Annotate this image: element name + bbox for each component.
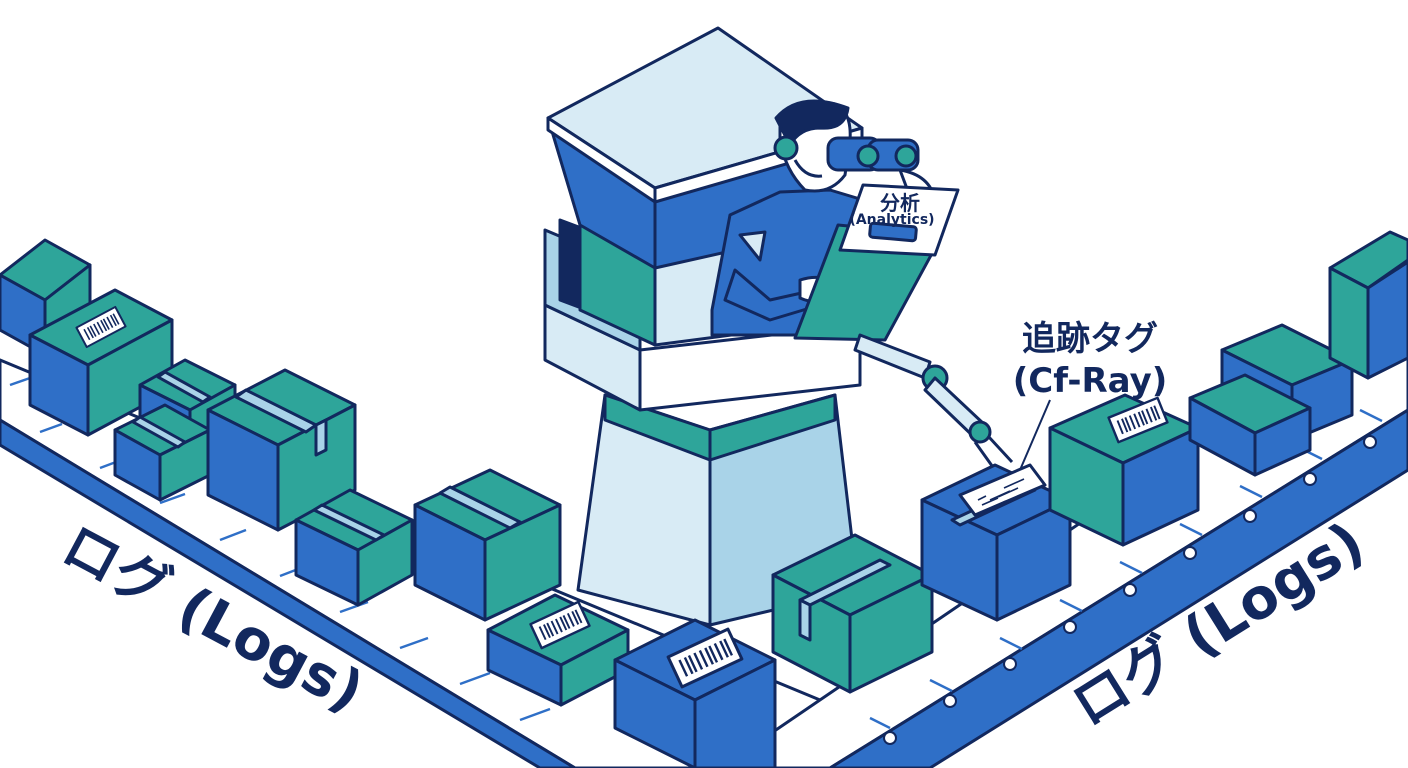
robot-arm-icon	[853, 333, 1014, 471]
cardboard-box-icon	[486, 593, 630, 707]
cardboard-box-icon	[613, 618, 777, 768]
clipboard-subtitle: (Analytics)	[849, 212, 934, 228]
tag-leader-line	[1019, 399, 1051, 471]
boxes	[0, 230, 1408, 768]
cardboard-box-icon	[1328, 230, 1408, 380]
clipboard-title: 分析	[880, 191, 920, 215]
cardboard-box-icon	[113, 403, 212, 502]
cardboard-box-icon	[413, 468, 562, 622]
tracking-tag-sublabel: (Cf-Ray)	[1013, 361, 1168, 401]
cardboard-box-icon	[294, 488, 414, 607]
cardboard-box-icon	[1048, 393, 1200, 547]
clipboard-icon	[793, 183, 960, 342]
barcode-label-icon	[958, 463, 1047, 517]
tracking-tag-label: 追跡タグ	[1022, 319, 1158, 359]
cardboard-box-icon	[1188, 373, 1312, 477]
cardboard-box-icon	[771, 533, 934, 694]
belt-rollers	[883, 435, 1377, 745]
